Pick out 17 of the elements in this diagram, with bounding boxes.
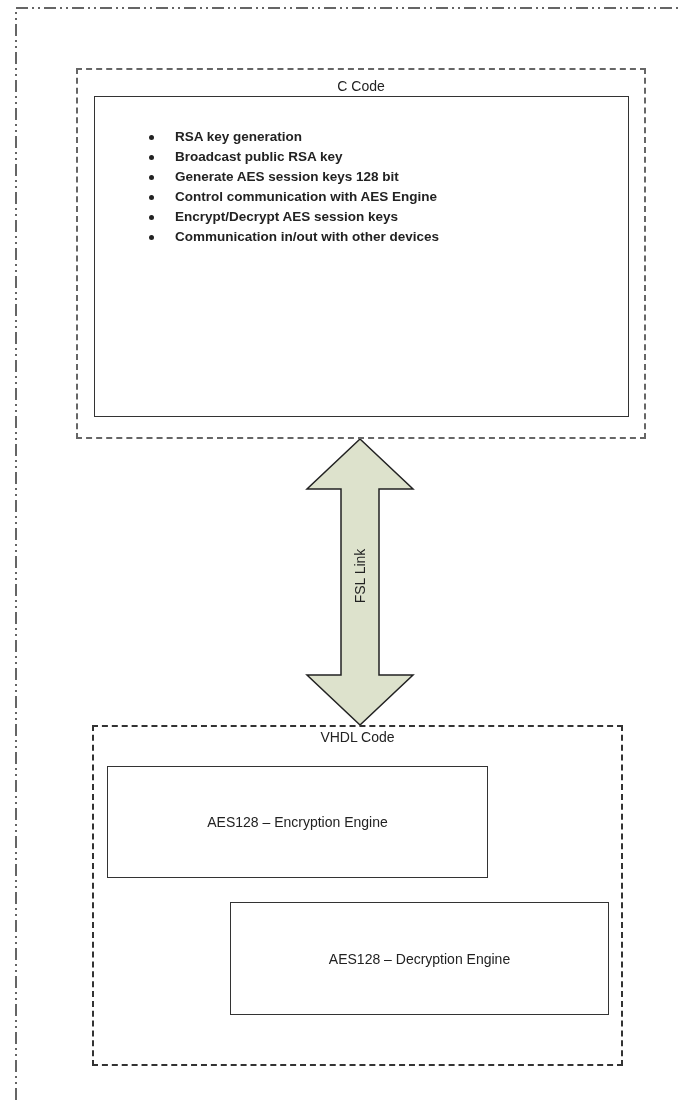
dashed-group-box: [76, 68, 646, 439]
group-title: VHDL Code: [319, 729, 396, 745]
bullet-item: RSA key generation: [149, 127, 440, 147]
group-title: C Code: [336, 78, 386, 94]
bullet-item: Generate AES session keys 128 bit: [149, 167, 440, 187]
double-arrow: [305, 437, 415, 727]
box-label: AES128 – Decryption Engine: [328, 950, 511, 967]
bullet-item: Communication in/out with other devices: [149, 227, 440, 247]
edge-label: FSL Link: [352, 548, 368, 604]
text-box: [94, 96, 629, 417]
box-label: AES128 – Encryption Engine: [207, 814, 388, 830]
bullet-item: Control communication with AES Engine: [149, 187, 440, 207]
process-box: [107, 766, 488, 878]
bullet-item: Broadcast public RSA key: [149, 147, 440, 167]
bullet-item: Encrypt/Decrypt AES session keys: [149, 207, 440, 227]
process-box: [230, 902, 609, 1015]
dashed-group-box: [92, 725, 623, 1066]
